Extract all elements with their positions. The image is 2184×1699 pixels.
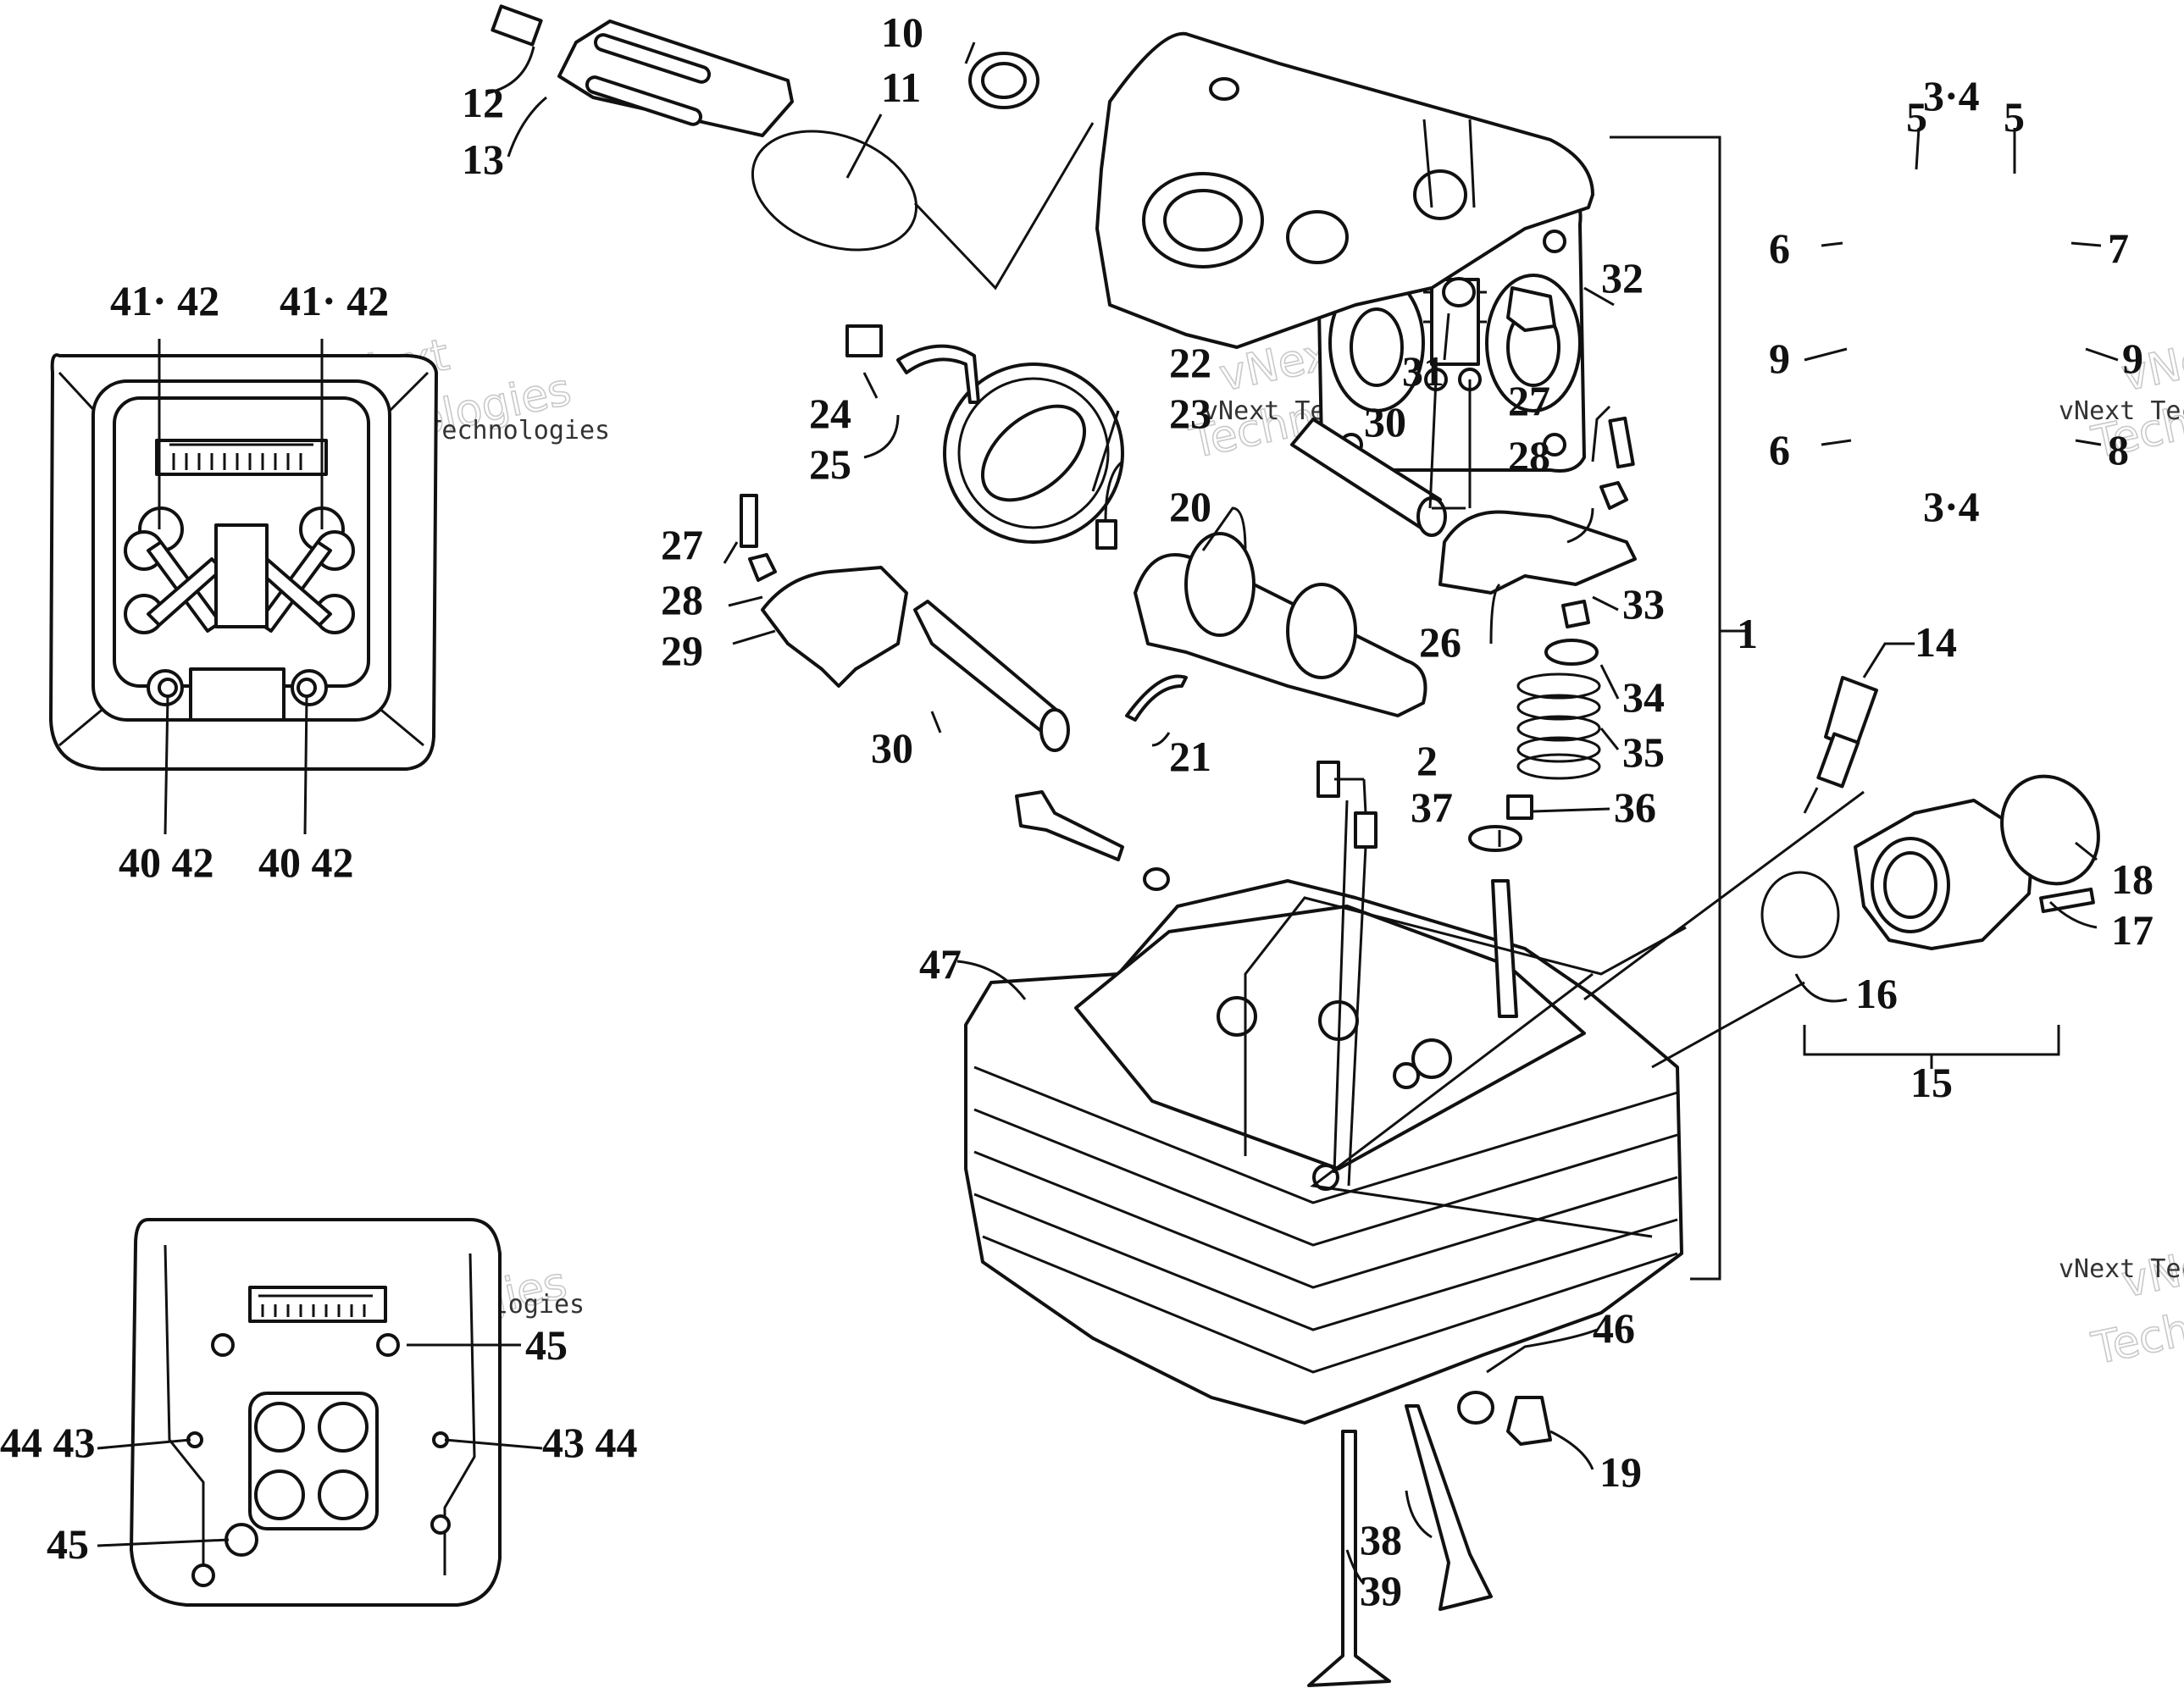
inset-head-top-view	[49, 353, 438, 771]
label-27-right: 27	[1508, 377, 1550, 424]
label-25: 25	[809, 440, 851, 488]
label-24: 24	[809, 390, 851, 437]
label-11: 11	[881, 64, 921, 111]
label-43-44-right: 43 44	[542, 1419, 638, 1466]
label-16: 16	[1855, 970, 1898, 1017]
label-21: 21	[1169, 733, 1211, 780]
exploded-parts	[491, 4, 2100, 1687]
label-41-42-left: 41· 42	[110, 277, 219, 324]
label-7: 7	[2108, 224, 2129, 272]
label-30-left: 30	[871, 724, 913, 772]
label-44-43-left: 44 43	[0, 1419, 96, 1466]
label-28-right: 28	[1508, 432, 1550, 479]
label-27-left: 27	[661, 521, 703, 568]
label-10: 10	[881, 8, 923, 56]
label-3-4-top: 3·4	[1923, 72, 1980, 119]
gasket-ring	[751, 130, 918, 252]
label-34: 34	[1622, 673, 1665, 721]
label-5-right: 5	[2004, 93, 2025, 141]
label-36: 36	[1614, 783, 1656, 831]
label-3-4-bottom: 3·4	[1923, 483, 1980, 530]
watermark-text: vNext Technologies	[2059, 396, 2184, 426]
label-9-right: 9	[2122, 335, 2143, 382]
label-1: 1	[1737, 610, 1758, 657]
label-30-top: 30	[1364, 398, 1406, 446]
watermark-text: vNext Technologies	[2059, 1254, 2184, 1284]
rocker-arm-right	[1438, 510, 1637, 595]
label-35: 35	[1622, 728, 1665, 776]
label-6-bottom: 6	[1769, 426, 1790, 473]
label-15: 15	[1910, 1059, 1953, 1106]
label-6-top: 6	[1769, 224, 1790, 272]
valve-spring	[1516, 672, 1601, 780]
inset-head-underside-view	[130, 1218, 502, 1607]
label-22: 22	[1169, 339, 1211, 386]
clamp	[2000, 774, 2100, 886]
label-18: 18	[2111, 855, 2154, 903]
label-45-top: 45	[525, 1321, 568, 1369]
label-12: 12	[462, 79, 504, 126]
label-37: 37	[1411, 783, 1453, 831]
cylinder-head-cover	[1095, 31, 1594, 349]
label-19: 19	[1599, 1448, 1642, 1496]
label-8: 8	[2108, 426, 2129, 473]
valve-intake	[1405, 1404, 1493, 1611]
label-9-left: 9	[1769, 335, 1790, 382]
camshaft	[1134, 553, 1427, 717]
label-40-42-left: 40 42	[119, 838, 214, 886]
label-38: 38	[1360, 1516, 1402, 1563]
watermark-bottom-right: vNext Technologies	[2087, 1231, 2184, 1375]
o-ring	[1760, 871, 1840, 959]
label-40-42-right: 40 42	[258, 838, 354, 886]
label-20: 20	[1169, 483, 1211, 530]
label-5-left: 5	[1906, 93, 1927, 141]
label-45-bottom: 45	[47, 1520, 89, 1568]
label-26: 26	[1419, 618, 1461, 666]
label-39: 39	[1360, 1567, 1402, 1614]
label-47: 47	[919, 940, 962, 988]
label-17: 17	[2111, 906, 2154, 954]
label-14: 14	[1915, 618, 1957, 666]
label-29: 29	[661, 627, 703, 674]
label-23: 23	[1169, 390, 1211, 437]
label-2: 2	[1416, 737, 1438, 784]
label-31: 31	[1402, 347, 1444, 395]
label-28-left: 28	[661, 576, 703, 623]
rocker-arm-left	[761, 566, 908, 688]
label-33: 33	[1622, 580, 1665, 628]
label-32: 32	[1601, 254, 1644, 302]
label-46: 46	[1593, 1304, 1635, 1352]
leader-lines	[97, 42, 2119, 1586]
label-13: 13	[462, 136, 504, 183]
part-number-labels: 1 2 3·4 3·4 5 5 6 6 7 8 9 9 10 11 12 13 …	[0, 8, 2154, 1614]
label-41-42-right: 41· 42	[280, 277, 389, 324]
